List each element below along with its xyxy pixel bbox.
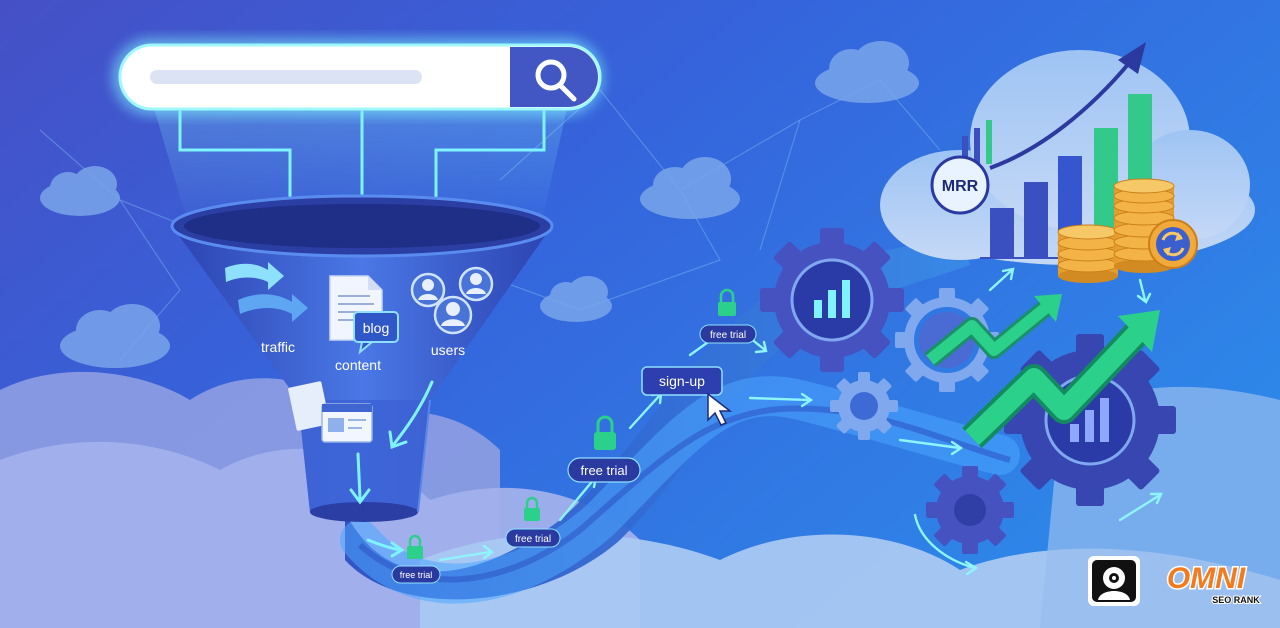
free-trial-label: free trial bbox=[710, 330, 746, 341]
blog-icon: blog bbox=[353, 311, 399, 355]
search-button[interactable] bbox=[510, 47, 598, 107]
users-icon bbox=[410, 266, 494, 335]
traffic-icon bbox=[225, 262, 308, 322]
cloud-icon bbox=[640, 157, 740, 219]
cloud-icon bbox=[60, 304, 170, 368]
content-label: content bbox=[335, 357, 381, 373]
brand-name: OMNI bbox=[1167, 562, 1246, 595]
brand-logo: OMNI SEO RANK bbox=[1088, 556, 1261, 606]
padlock-icon bbox=[718, 288, 736, 316]
mrr-trend-arrow bbox=[989, 42, 1146, 170]
light-beams bbox=[150, 95, 570, 230]
gear-icon-right bbox=[1004, 334, 1176, 506]
users-label: users bbox=[431, 342, 465, 358]
trend-arrow-icon bbox=[962, 310, 1160, 449]
flow-arrows bbox=[438, 267, 1163, 576]
background-clouds bbox=[40, 41, 919, 368]
padlock-icon bbox=[594, 415, 616, 450]
free-trial-badge-2[interactable]: free trial bbox=[505, 496, 561, 548]
bar-chart-icon bbox=[1070, 398, 1109, 442]
search-icon bbox=[535, 59, 577, 102]
free-trial-label: free trial bbox=[581, 463, 628, 478]
bar-chart-icon bbox=[814, 280, 850, 318]
sign-up-button[interactable]: sign-up bbox=[641, 366, 723, 396]
gear-icon-bottom bbox=[926, 466, 1014, 554]
cloud-icon bbox=[540, 276, 612, 322]
free-trial-badge-3[interactable]: free trial bbox=[567, 415, 641, 483]
page-cards-icon bbox=[288, 381, 373, 443]
mrr-badge: MRR bbox=[930, 155, 990, 215]
padlock-icon bbox=[524, 496, 540, 521]
flow-ribbon bbox=[340, 235, 1020, 604]
gear-icon-small bbox=[830, 372, 898, 440]
cursor-icon bbox=[707, 392, 733, 426]
free-trial-label: free trial bbox=[400, 570, 433, 580]
gear-icon-large bbox=[760, 228, 904, 372]
cloud-icon bbox=[815, 41, 919, 103]
brand-tagline: SEO RANK bbox=[1212, 595, 1260, 605]
trend-arrow-icon bbox=[924, 294, 1062, 367]
refresh-icon bbox=[1148, 219, 1198, 269]
search-bar[interactable] bbox=[112, 38, 604, 116]
cloud-icon bbox=[40, 166, 120, 216]
search-input-placeholder-bar bbox=[150, 70, 422, 84]
free-trial-badge-4[interactable]: free trial bbox=[699, 288, 757, 344]
yeti-logo-icon bbox=[1088, 556, 1140, 606]
free-trial-label: free trial bbox=[515, 534, 551, 545]
mrr-label: MRR bbox=[942, 178, 979, 195]
padlock-icon bbox=[407, 534, 423, 559]
free-trial-badge-1[interactable]: free trial bbox=[391, 534, 441, 584]
blog-label: blog bbox=[363, 320, 389, 336]
traffic-label: traffic bbox=[261, 339, 295, 355]
arrow-icon bbox=[349, 380, 434, 558]
sign-up-label: sign-up bbox=[659, 373, 705, 389]
